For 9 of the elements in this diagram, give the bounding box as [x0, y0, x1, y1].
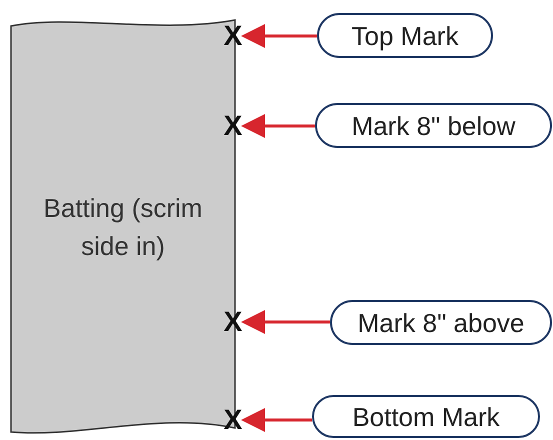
callout-pill: Mark 8" below: [315, 103, 552, 148]
callout-pill: Bottom Mark: [312, 395, 540, 438]
arrow: [241, 114, 315, 138]
arrow: [241, 310, 330, 334]
callout-pill: Top Mark: [317, 13, 493, 58]
arrow: [241, 24, 317, 48]
arrow: [241, 408, 312, 432]
sheet-label: Batting (scrim side in): [42, 192, 204, 263]
callout-pill: Mark 8" above: [330, 300, 552, 345]
